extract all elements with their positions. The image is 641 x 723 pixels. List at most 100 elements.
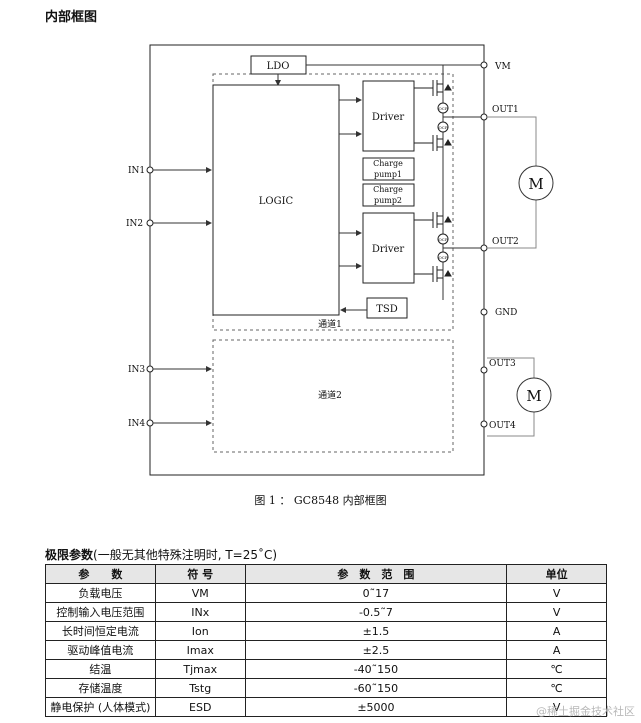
motor-2-label: M <box>526 387 541 405</box>
param-range: -0.5˜7 <box>244 602 508 622</box>
table-row: 驱动峰值电流 Imax ±2.5 A <box>45 640 607 660</box>
param-name: 存储温度 <box>45 678 156 698</box>
param-range: ±5000 <box>244 697 508 717</box>
driver-bottom-label: Driver <box>372 244 405 255</box>
pin-out3-label: OUT3 <box>489 359 516 369</box>
ldo-label: LDO <box>267 61 290 72</box>
param-symbol: Tstg <box>154 678 246 698</box>
chip-outline <box>149 44 485 476</box>
param-symbol: Imax <box>154 640 246 660</box>
param-symbol: Tjmax <box>154 659 246 679</box>
channel2-region <box>212 339 454 453</box>
charge-pump1-line1: Charge <box>373 159 403 168</box>
pin-in2 <box>146 219 154 227</box>
pin-vm-label: VM <box>494 62 511 72</box>
mosfet-bottom-low <box>414 266 452 282</box>
table-row: 控制输入电压范围 INx -0.5˜7 V <box>45 602 607 622</box>
param-name: 驱动峰值电流 <box>45 640 156 660</box>
param-name: 长时间恒定电流 <box>45 621 156 641</box>
pin-in3-label: IN3 <box>128 365 145 375</box>
tsd-label: TSD <box>376 304 398 315</box>
table-row: 存储温度 Tstg -60˜150 ℃ <box>45 678 607 698</box>
column-header: 符 号 <box>154 564 246 584</box>
param-range: 0˜17 <box>244 583 508 603</box>
param-unit: V <box>506 583 607 603</box>
ocp-label: OCP <box>438 255 447 260</box>
ocp-label: OCP <box>438 106 447 111</box>
ocp-icon <box>437 233 449 245</box>
param-unit: V <box>506 697 607 717</box>
param-symbol: INx <box>154 602 246 622</box>
pin-gnd <box>480 308 488 316</box>
param-unit: V <box>506 602 607 622</box>
channel1-label: 通道1 <box>318 318 342 330</box>
pin-out3 <box>480 366 488 374</box>
table-row: 静电保护 (人体模式) ESD ±5000 V <box>45 697 607 717</box>
section-heading-block-diagram: 内部框图 <box>45 10 98 25</box>
limits-title-rest: (一般无其他特殊注明时, T=25˚C) <box>93 548 278 562</box>
charge-pump2-line2: pump2 <box>374 196 402 205</box>
column-header: 单位 <box>506 564 607 584</box>
figure-caption: 图 1 ： GC8548 内部框图 <box>254 494 387 507</box>
param-unit: A <box>506 621 607 641</box>
param-name: 静电保护 (人体模式) <box>45 697 156 717</box>
pin-in2-label: IN2 <box>126 219 143 229</box>
param-unit: ℃ <box>506 659 607 679</box>
motor-2-icon <box>516 377 552 413</box>
param-symbol: Ion <box>154 621 246 641</box>
table-header-row: 参 数 符 号 参 数 范 围 单位 <box>45 564 607 584</box>
driver-top-block <box>362 80 415 152</box>
param-unit: A <box>506 640 607 660</box>
ocp-icon <box>437 121 449 133</box>
pin-vm <box>480 61 488 69</box>
pin-in1 <box>146 166 154 174</box>
tsd-block <box>366 297 408 319</box>
param-symbol: VM <box>154 583 246 603</box>
pin-in4 <box>146 419 154 427</box>
charge-pump2-line1: Charge <box>373 185 403 194</box>
block-diagram: LDO LOGIC Driver Driver Charge pump1 Cha… <box>126 44 554 476</box>
mosfet-top-low <box>414 135 452 151</box>
param-range: -40˜150 <box>244 659 508 679</box>
param-symbol: ESD <box>154 697 246 717</box>
motor-1-icon <box>518 165 554 201</box>
limits-title-bold: 极限参数 <box>45 548 94 562</box>
mosfet-bottom-high <box>414 212 452 228</box>
pin-gnd-label: GND <box>495 308 517 318</box>
ocp-label: OCP <box>438 237 447 242</box>
pin-out4 <box>480 420 488 428</box>
ocp-label: OCP <box>438 125 447 130</box>
charge-pump1-block <box>362 157 415 181</box>
pin-in1-label: IN1 <box>128 166 145 176</box>
table-row: 负载电压 VM 0˜17 V <box>45 583 607 603</box>
mosfet-top-high <box>414 80 452 96</box>
limits-title: 极限参数(一般无其他特殊注明时, T=25˚C) <box>45 546 277 563</box>
motor-1-label: M <box>528 175 543 193</box>
param-name: 负载电压 <box>45 583 156 603</box>
limits-table: 参 数 符 号 参 数 范 围 单位 负载电压 VM 0˜17 V 控制输入电压… <box>45 564 607 717</box>
pin-out1-label: OUT1 <box>492 105 519 115</box>
pin-out2-label: OUT2 <box>492 237 519 247</box>
pin-out1 <box>480 113 488 121</box>
pin-out2 <box>480 244 488 252</box>
pin-out4-label: OUT4 <box>489 421 516 431</box>
ocp-icon <box>437 102 449 114</box>
pin-in3 <box>146 365 154 373</box>
column-header: 参 数 <box>45 564 156 584</box>
channel2-label: 通道2 <box>318 389 342 401</box>
driver-top-label: Driver <box>372 112 405 123</box>
param-name: 结温 <box>45 659 156 679</box>
table-row: 长时间恒定电流 Ion ±1.5 A <box>45 621 607 641</box>
ocp-icon <box>437 251 449 263</box>
param-name: 控制输入电压范围 <box>45 602 156 622</box>
driver-bottom-block <box>362 212 415 284</box>
logic-block <box>212 84 340 316</box>
param-range: ±1.5 <box>244 621 508 641</box>
param-range: -60˜150 <box>244 678 508 698</box>
logic-label: LOGIC <box>259 196 294 207</box>
watermark: @稀土掘金技术社区 <box>536 705 635 718</box>
column-header: 参 数 范 围 <box>244 564 508 584</box>
pin-in4-label: IN4 <box>128 419 145 429</box>
charge-pump2-block <box>362 183 415 207</box>
param-unit: ℃ <box>506 678 607 698</box>
